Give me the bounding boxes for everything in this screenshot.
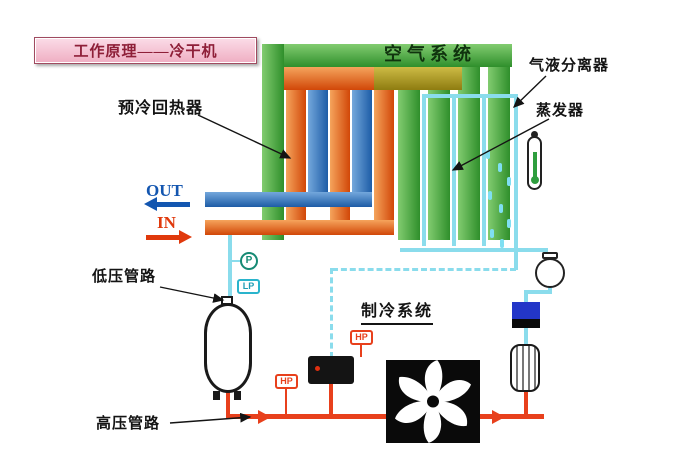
evaporator-green-tube — [428, 67, 450, 240]
fan-icon — [395, 360, 471, 443]
evaporator-green-tube — [398, 67, 420, 240]
valve-feed-line — [524, 290, 552, 294]
compressor-outlet-pipe — [329, 383, 333, 415]
solenoid-valve — [512, 302, 540, 328]
lp-badge-label: LP — [242, 281, 255, 291]
page-title: 工作原理——冷干机 — [73, 44, 218, 60]
high-pressure-line-label: 高压管路 — [96, 415, 161, 432]
hp-badge: HP — [350, 330, 373, 345]
fan-blade — [398, 376, 433, 402]
lp-badge: LP — [237, 279, 260, 294]
air-in-feed-tube — [205, 220, 394, 235]
valve-outlet-line — [524, 328, 528, 344]
low-pressure-pipe — [228, 235, 232, 297]
refrigerant-line — [452, 94, 456, 246]
refrigerant-right-line — [514, 94, 518, 252]
refrigeration-system-label: 制冷系统 — [361, 297, 434, 325]
flow-arrow-right — [258, 410, 271, 424]
compressor-indicator — [315, 366, 320, 371]
air-out-arrow-shaft — [157, 202, 190, 207]
precooler-label: 预冷回热器 — [118, 100, 204, 117]
air-in-arrow-shaft — [146, 235, 179, 240]
suction-connector-line — [514, 252, 518, 270]
hp-badge-label: HP — [280, 376, 293, 386]
refrigerant-line — [422, 94, 426, 246]
thermometer-bulb — [530, 176, 539, 184]
condensate-droplet — [507, 219, 511, 228]
fan-hub — [427, 395, 439, 408]
exchanger-green-left-tube — [262, 44, 284, 240]
condensate-droplet — [488, 191, 492, 200]
tank-foot — [213, 391, 220, 400]
gas-liquid-separator-label: 气液分离器 — [529, 57, 610, 74]
condensate-droplet — [500, 239, 504, 248]
air-in-label: IN — [157, 213, 176, 232]
tank-foot — [234, 391, 241, 400]
fan-blade — [433, 401, 468, 427]
solenoid-valve-base — [512, 319, 540, 328]
air-out-label: OUT — [146, 181, 183, 200]
hp-badge-label: HP — [355, 332, 368, 342]
thermometer-body — [527, 136, 542, 190]
low-pressure-line-label: 低压管路 — [92, 268, 157, 285]
thermometer-icon — [527, 131, 544, 191]
condensate-droplet — [490, 229, 494, 238]
flow-arrow-right — [492, 410, 505, 424]
condensate-droplet — [507, 177, 511, 186]
condensate-droplet — [498, 163, 502, 172]
evaporator-green-tube — [488, 67, 510, 240]
suction-line-dashed — [330, 268, 333, 358]
high-pressure-main-pipe — [226, 414, 544, 419]
evaporator-green-tube — [458, 67, 480, 240]
air-out-arrow — [144, 197, 157, 211]
fan-blade — [424, 360, 443, 402]
warm-air-top-tube — [374, 67, 462, 90]
exchanger-green-top-tube — [262, 44, 512, 67]
hp-badge-line — [285, 389, 287, 415]
hp-badge-line — [360, 345, 362, 357]
separator-flask — [535, 258, 565, 288]
refrigerant-line — [482, 94, 486, 246]
filter-connector-pipe — [524, 392, 528, 415]
receiver-tank — [204, 303, 252, 393]
air-out-feed-tube — [205, 192, 372, 207]
fan-blade — [395, 400, 433, 424]
evaporator-label: 蒸发器 — [536, 102, 585, 119]
evaporator-collector-line — [400, 248, 548, 252]
suction-line-dashed — [332, 268, 516, 271]
filter-drier — [510, 344, 540, 392]
cold-air-tube — [308, 90, 328, 207]
thermometer-column — [532, 152, 537, 178]
gauge-connector-line — [232, 260, 242, 262]
hot-air-tube — [286, 90, 306, 235]
air-in-arrow — [179, 230, 192, 244]
title-box: 工作原理——冷干机 — [34, 37, 257, 64]
valve-feed-line — [524, 290, 528, 302]
hot-air-tube — [330, 90, 350, 235]
pressure-gauge-label: P — [245, 255, 253, 266]
fan-blade — [423, 401, 442, 443]
hot-air-tube — [374, 90, 394, 235]
condenser-fan-unit — [386, 360, 480, 443]
hot-air-top-tube — [284, 67, 374, 90]
condensate-droplet — [499, 204, 503, 213]
pressure-gauge: P — [240, 252, 258, 270]
cold-air-tube — [352, 90, 372, 207]
refrigerant-header-line — [422, 94, 518, 98]
fan-blade — [433, 379, 471, 403]
hp-badge: HP — [275, 374, 298, 389]
air-system-label: 空气系统 — [384, 44, 476, 64]
low-pressure-pointer-line — [159, 286, 225, 303]
condensate-droplet — [486, 150, 490, 159]
tank-outlet-pipe — [226, 391, 230, 416]
